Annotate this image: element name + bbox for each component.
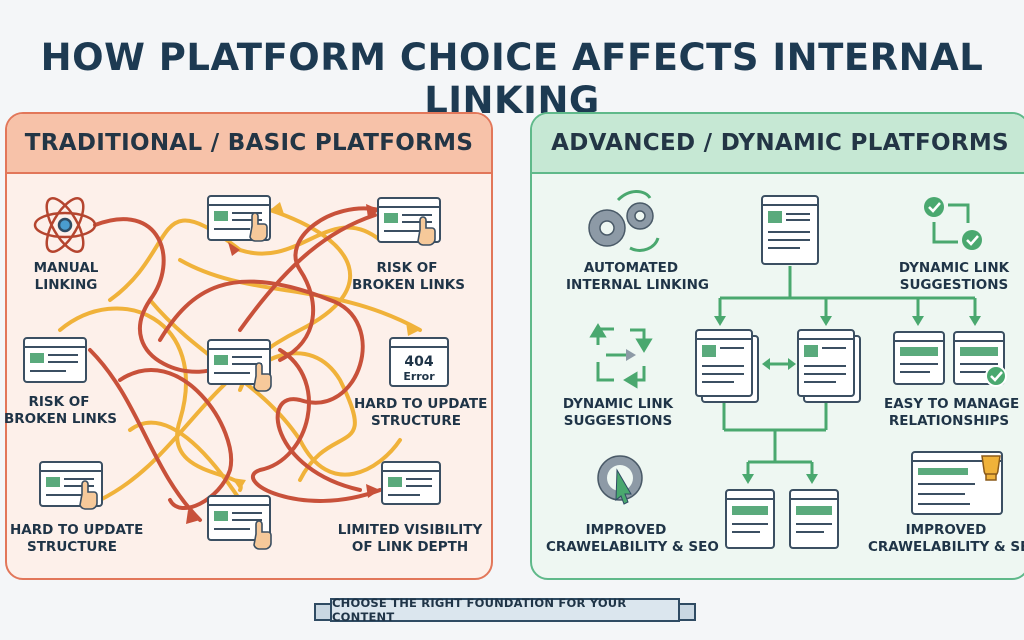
advanced-platforms-panel: ADVANCED / DYNAMIC PLATFORMS: [530, 112, 1024, 580]
label-line: STRUCTURE: [371, 413, 461, 429]
label-line: RISK OF: [376, 260, 438, 276]
label-line: EASY TO MANAGE: [884, 396, 1020, 412]
label-hard-update-right: HARD TO UPDATE STRUCTURE: [354, 396, 488, 430]
footer-banner: CHOOSE THE RIGHT FOUNDATION FOR YOUR CON…: [314, 596, 696, 624]
label-line: IMPROVED: [905, 522, 987, 538]
label-line: RELATIONSHIPS: [888, 413, 1010, 429]
label-manual-linking: MANUAL LINKING: [22, 260, 110, 294]
label-line: INTERNAL LINKING: [566, 277, 709, 293]
label-improved-crawl-left: IMPROVED CRAWELABILITY & SEO: [546, 522, 719, 556]
label-line: OF LINK DEPTH: [351, 539, 469, 555]
label-risk-broken-links-left: RISK OF BROKEN LINKS: [4, 394, 117, 428]
label-line: LIMITED VISIBILITY: [337, 522, 483, 538]
label-line: BROKEN LINKS: [352, 277, 465, 293]
label-dynamic-suggestions-top: DYNAMIC LINK SUGGESTIONS: [896, 260, 1012, 294]
label-line: HARD TO UPDATE: [10, 522, 144, 538]
label-improved-crawl-right: IMPROVED CRAWELABILITY & SEO: [868, 522, 1024, 556]
label-line: CRAWELABILITY & SEO: [546, 539, 719, 555]
label-line: HARD TO UPDATE: [354, 396, 488, 412]
label-line: DYNAMIC LINK: [898, 260, 1010, 276]
label-easy-manage: EASY TO MANAGE RELATIONSHIPS: [884, 396, 1020, 430]
traditional-platforms-panel: TRADITIONAL / BASIC PLATFORMS: [5, 112, 493, 580]
label-line: LINKING: [34, 277, 98, 293]
label-limited-visibility: LIMITED VISIBILITY OF LINK DEPTH: [330, 522, 490, 556]
page-title: HOW PLATFORM CHOICE AFFECTS INTERNAL LIN…: [40, 36, 984, 122]
label-line: IMPROVED: [585, 522, 667, 538]
label-line: CRAWELABILITY & SEO: [868, 539, 1024, 555]
label-automated-linking: AUTOMATED INTERNAL LINKING: [566, 260, 709, 294]
advanced-panel-header: ADVANCED / DYNAMIC PLATFORMS: [532, 114, 1024, 174]
label-risk-broken-links-top: RISK OF BROKEN LINKS: [352, 260, 465, 294]
label-line: MANUAL: [33, 260, 99, 276]
label-dynamic-suggestions-left: DYNAMIC LINK SUGGESTIONS: [560, 396, 676, 430]
footer-banner-text: CHOOSE THE RIGHT FOUNDATION FOR YOUR CON…: [332, 596, 627, 624]
label-line: DYNAMIC LINK: [562, 396, 674, 412]
label-hard-update-left: HARD TO UPDATE STRUCTURE: [10, 522, 144, 556]
label-line: SUGGESTIONS: [899, 277, 1009, 293]
label-line: STRUCTURE: [27, 539, 117, 555]
label-line: AUTOMATED: [583, 260, 679, 276]
label-line: SUGGESTIONS: [563, 413, 673, 429]
traditional-panel-header: TRADITIONAL / BASIC PLATFORMS: [7, 114, 491, 174]
label-line: BROKEN LINKS: [4, 411, 117, 427]
label-line: RISK OF: [28, 394, 90, 410]
